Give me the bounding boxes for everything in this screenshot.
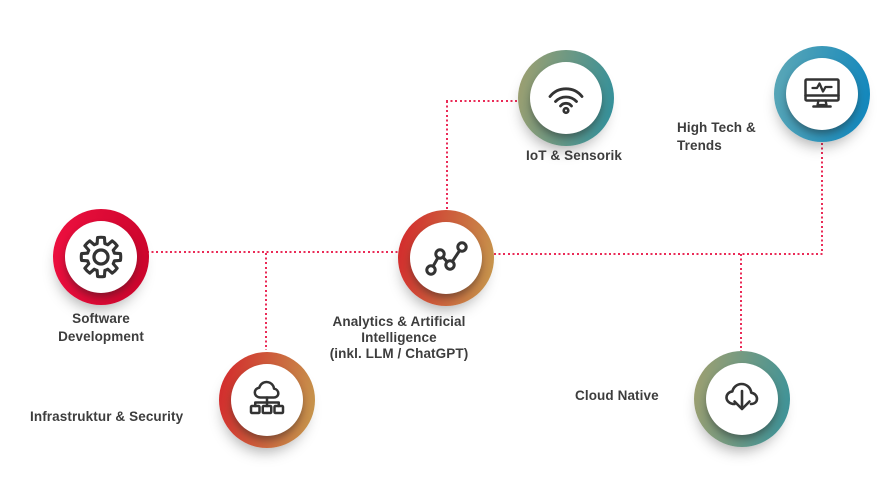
label-infrastruktur-security: Infrastruktur & Security (30, 409, 184, 424)
ring-gradient (398, 210, 494, 306)
connector-analytics-iot-horizontal (446, 100, 518, 102)
ring-gradient (774, 46, 870, 142)
cloud-network-icon (249, 380, 285, 415)
monitor-pulse-icon (804, 78, 840, 108)
connector-analytics-iot-vertical (446, 101, 448, 211)
label-cloud-native: Cloud Native (575, 388, 659, 403)
node-iot-sensorik (518, 50, 614, 146)
ring-gradient (219, 352, 315, 448)
node-cloud-native (694, 351, 790, 447)
connector-cloudnative-branch (740, 254, 742, 351)
connector-infrastruktur-branch (265, 253, 267, 350)
label-high-tech-trends: High Tech & Trends (677, 120, 756, 153)
wifi-icon (548, 87, 584, 115)
connector-analytics-hightech (494, 253, 824, 255)
label-iot-sensorik: IoT & Sensorik (526, 148, 622, 163)
ring-gradient (518, 50, 614, 146)
node-software-development (53, 209, 149, 305)
label-analytics-ai: Analytics & Artificial Intelligence (ink… (329, 314, 469, 361)
ring-gradient (694, 351, 790, 447)
connector-hightech-vertical (821, 143, 823, 253)
connector-software-analytics (147, 251, 399, 253)
ring-gradient (53, 209, 149, 305)
gear-icon (79, 235, 123, 279)
node-infrastruktur-security (219, 352, 315, 448)
node-analytics-ai (398, 210, 494, 306)
cloud-download-icon (725, 382, 759, 411)
label-software-development: Software Development (58, 311, 144, 344)
line-chart-icon (425, 241, 468, 276)
node-high-tech-trends (774, 46, 870, 142)
